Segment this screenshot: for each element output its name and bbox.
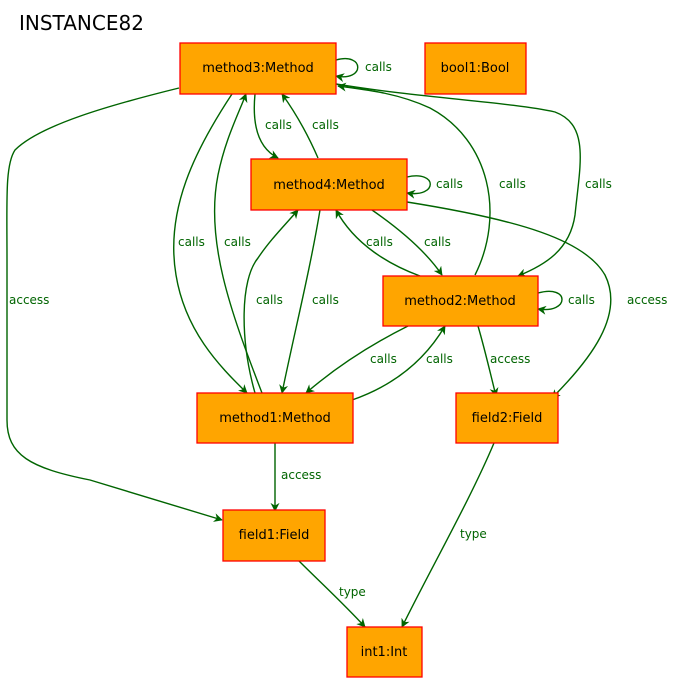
edge-method1-method3: calls xyxy=(213,93,263,394)
node-method4[interactable]: method4:Method xyxy=(250,158,408,211)
edge-method2-method3: calls xyxy=(337,82,526,276)
nodes: method3:Method bool1:Bool method4:Method… xyxy=(179,42,559,678)
edge-method3-method1: calls xyxy=(173,93,248,394)
edge-label: calls xyxy=(436,177,463,191)
edge-label: calls xyxy=(426,352,453,366)
node-method2[interactable]: method2:Method xyxy=(382,275,539,327)
edge-field2-int1: type xyxy=(401,442,495,628)
edge-method4-field2: access xyxy=(406,201,667,399)
edge-label: access xyxy=(627,293,667,307)
node-label: method2:Method xyxy=(404,294,516,309)
node-label: field1:Field xyxy=(239,528,310,543)
edge-label: access xyxy=(281,468,321,482)
edge-method4-method2: calls xyxy=(371,209,451,276)
edge-label: calls xyxy=(585,177,612,191)
edge-label: calls xyxy=(265,118,292,132)
node-label: method4:Method xyxy=(273,178,385,193)
node-label: method1:Method xyxy=(219,411,331,426)
edge-method3-method2: calls xyxy=(335,83,612,278)
edge-method3-field1: access xyxy=(6,87,223,522)
edge-method2-method4: calls xyxy=(335,209,421,277)
edge-label: calls xyxy=(178,235,205,249)
edge-method1-field1: access xyxy=(270,442,321,512)
edge-label: calls xyxy=(365,60,392,74)
edge-label: type xyxy=(339,585,366,599)
edge-method3-method4: calls xyxy=(253,93,292,159)
edge-label: access xyxy=(9,293,49,307)
edge-method4-method1: calls xyxy=(279,209,339,394)
edge-method2-method1: calls xyxy=(305,325,409,394)
edge-label: calls xyxy=(312,293,339,307)
node-field2[interactable]: field2:Field xyxy=(455,392,559,444)
edge-method1-method4: calls xyxy=(243,209,299,394)
edge-label: calls xyxy=(256,293,283,307)
edge-method4-method4: calls xyxy=(406,175,463,199)
edge-method2-method2: calls xyxy=(537,290,595,315)
node-method1[interactable]: method1:Method xyxy=(196,392,354,444)
node-int1[interactable]: int1:Int xyxy=(346,626,423,678)
edge-field1-int1: type xyxy=(297,559,366,628)
edge-label: type xyxy=(460,527,487,541)
edges: calls calls calls calls calls calls xyxy=(6,57,667,628)
edge-label: calls xyxy=(424,235,451,249)
edge-label: calls xyxy=(568,293,595,307)
edge-label: calls xyxy=(224,235,251,249)
edge-method4-method3: calls xyxy=(281,93,339,159)
node-label: int1:Int xyxy=(361,645,408,660)
node-field1[interactable]: field1:Field xyxy=(222,509,326,562)
edge-method3-method3: calls xyxy=(335,57,392,83)
node-method3[interactable]: method3:Method xyxy=(179,42,337,95)
edge-method2-field2: access xyxy=(477,325,530,397)
edge-label: access xyxy=(490,352,530,366)
node-label: method3:Method xyxy=(202,61,314,76)
node-label: field2:Field xyxy=(472,411,543,426)
node-bool1[interactable]: bool1:Bool xyxy=(424,42,527,95)
edge-method1-method2: calls xyxy=(351,325,453,401)
edge-label: calls xyxy=(499,177,526,191)
node-label: bool1:Bool xyxy=(441,61,510,76)
edge-label: calls xyxy=(312,118,339,132)
edge-label: calls xyxy=(370,352,397,366)
edge-label: calls xyxy=(366,235,393,249)
diagram-title: INSTANCE82 xyxy=(19,11,144,35)
